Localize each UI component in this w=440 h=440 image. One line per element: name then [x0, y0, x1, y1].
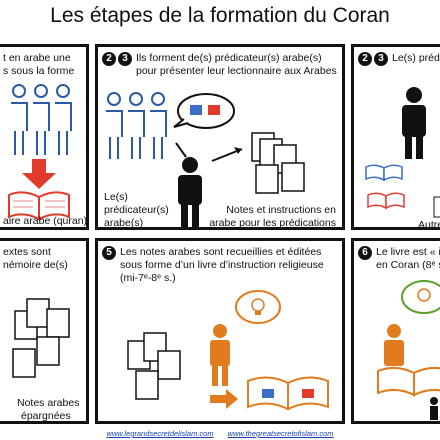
preacher-label-line-1: Le(s): [104, 191, 128, 203]
group-of-people-icon: [11, 84, 72, 155]
panel-1-text-line-2: s sous la forme: [3, 65, 75, 77]
step-badge: 6: [358, 246, 372, 260]
panel-4-text-line-2: némoire de(s): [3, 259, 68, 271]
open-book-icon: [8, 191, 70, 221]
step-badge: 2: [358, 52, 372, 66]
open-book-icon: [377, 367, 440, 397]
step-badge: 3: [118, 52, 132, 66]
panel-5-text-line-1: Les notes arabes sont recueillies et édi…: [120, 246, 322, 258]
group-of-people-icon: [106, 92, 167, 159]
panel-5-illustration: [127, 290, 329, 411]
notes-label-line-2: arabe pour les prédications: [209, 217, 336, 229]
notes-label-line-1: Notes et instructions en: [226, 204, 336, 216]
documents-stack-icon: [251, 132, 305, 194]
arrow-right-icon: [210, 389, 238, 409]
documents-stack-icon: [12, 298, 70, 378]
preacher-person-icon: [402, 87, 426, 159]
step-badge: 5: [102, 246, 116, 260]
panel-4-illustration: [12, 298, 70, 378]
panel-step-4: extes sont némoire de(s) Notes arabes ép…: [0, 238, 89, 424]
panel-3-illustration: [365, 87, 440, 218]
panel-6-illustration: [377, 280, 440, 420]
panel-4-bottom-label-line-2: épargnées: [21, 410, 71, 422]
small-person-icon: [430, 397, 438, 420]
editor-person-icon: [210, 324, 230, 386]
down-arrow-icon: [22, 159, 56, 189]
panel-5-text-line-2: sous forme d’un livre d’instruction reli…: [120, 259, 324, 271]
panel-step-5: 5 Les notes arabes sont recueillies et é…: [95, 238, 345, 424]
open-book-icon: [367, 192, 405, 210]
panel-2-text-line-2: pour présenter leur lectionnaire aux Ara…: [136, 65, 337, 77]
preacher-label-line-3: arabe(s): [104, 217, 144, 229]
footer-links: www.legrandsecretdelislam.com www.thegre…: [0, 429, 440, 438]
lightbulb-thought-bubble-icon: [235, 290, 281, 324]
step-badge: 3: [374, 52, 388, 66]
footer-link-english-site[interactable]: www.thegreatsecretofislam.com: [227, 429, 334, 438]
panel-6-text-line-2: en Coran (8ᵉ s: [376, 259, 440, 271]
lightbulb-thought-bubble-icon: [401, 280, 440, 314]
panel-6-text-line-1: Le livre est « is: [376, 246, 440, 258]
step-badge: 2: [102, 52, 116, 66]
person-icon: [384, 324, 404, 366]
panel-1-text-line-1: t en arabe une: [3, 52, 71, 64]
panel-4-text-line-1: extes sont: [3, 246, 51, 258]
documents-stack-icon: [127, 332, 181, 400]
document-icon: [433, 196, 440, 218]
arrow-down-right-icon: [175, 142, 187, 158]
footer-link-french-site[interactable]: www.legrandsecretdelislam.com: [106, 429, 214, 438]
panel-step-6: 6 Le livre est « is en Coran (8ᵉ s: [351, 238, 440, 424]
panel-1-illustration: [8, 84, 72, 221]
panel-5-text-line-3: (mi-7ᵉ-8ᵉ s.): [120, 272, 176, 284]
page-title: Les étapes de la formation du Coran: [50, 4, 390, 27]
panel-3-text-line-1: Le(s) prédi: [392, 52, 440, 64]
open-book-icon: [247, 376, 329, 411]
panel-4-bottom-label-line-1: Notes arabes: [17, 397, 80, 409]
preacher-person-icon: [178, 157, 202, 227]
preacher-label-line-2: prédicateur(s): [104, 204, 169, 216]
speech-bubble-icon: [173, 93, 235, 129]
panel-2-text-line-1: Ils forment de(s) prédicateur(s) arabe(s…: [136, 52, 322, 64]
panel-1-text-line-3: aire arabe (quran): [3, 215, 88, 227]
open-book-icon: [365, 164, 403, 182]
panel-step-2-3: 2 3 Ils forment de(s) prédicateur(s) ara…: [95, 44, 345, 230]
panel-2-illustration: [106, 92, 305, 227]
panel-step-1: t en arabe une s sous la forme aire arab…: [0, 44, 89, 230]
